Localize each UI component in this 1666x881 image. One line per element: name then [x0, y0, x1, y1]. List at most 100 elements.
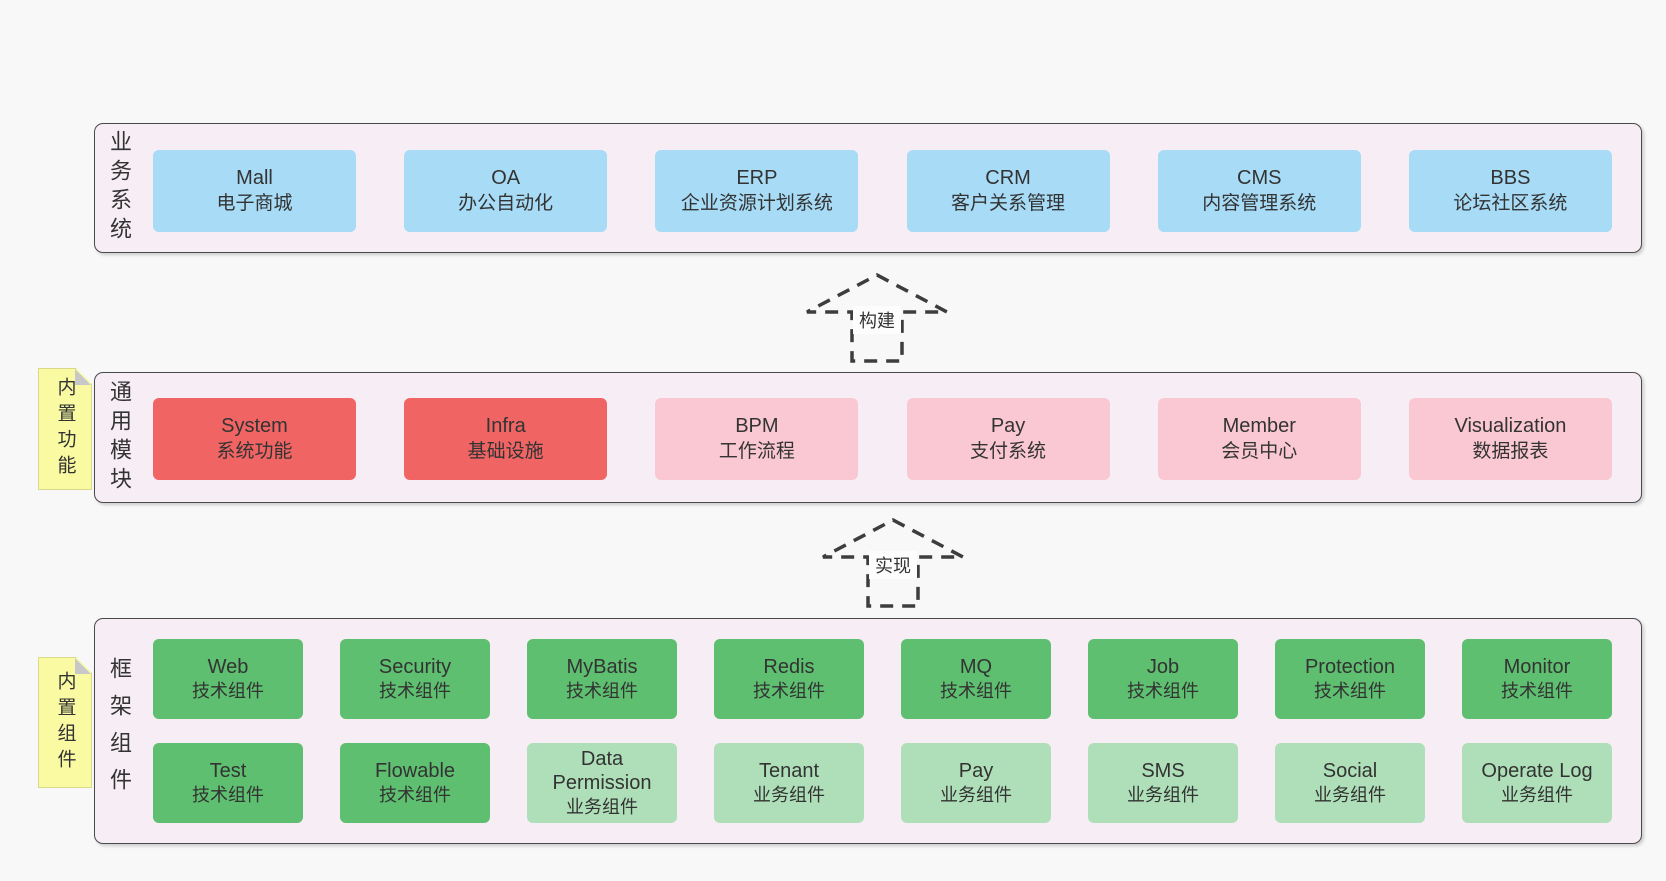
- box-erp: ERP 企业资源计划系统: [655, 150, 859, 232]
- box-sms: SMS 业务组件: [1088, 743, 1238, 823]
- box-infra-name: Infra: [485, 414, 526, 437]
- framework-components-section: 框架组件 Web 技术组件 Security 技术组件 MyBatis 技术组件…: [94, 618, 1642, 844]
- box-flowable-desc: 技术组件: [379, 784, 451, 805]
- box-erp-name: ERP: [736, 166, 778, 189]
- box-infra-desc: 基础设施: [467, 440, 544, 462]
- implement-arrow: 实现: [818, 517, 968, 609]
- box-mall-desc: 电子商城: [216, 192, 293, 214]
- box-bpm-desc: 工作流程: [718, 440, 795, 462]
- box-system-desc: 系统功能: [216, 440, 293, 462]
- box-oa: OA 办公自动化: [404, 150, 608, 232]
- box-redis-desc: 技术组件: [753, 680, 825, 701]
- box-visualization-name: Visualization: [1454, 414, 1567, 437]
- box-pay-component-desc: 业务组件: [940, 784, 1012, 805]
- box-mybatis: MyBatis 技术组件: [527, 639, 677, 719]
- box-tenant-desc: 业务组件: [753, 784, 825, 805]
- built-in-features-note-text: 内置功能: [54, 377, 76, 481]
- box-operate-log-name: Operate Log: [1481, 759, 1593, 782]
- box-erp-desc: 企业资源计划系统: [680, 192, 833, 214]
- box-protection-desc: 技术组件: [1314, 680, 1386, 701]
- box-bbs: BBS 论坛社区系统: [1408, 150, 1612, 232]
- box-sms-name: SMS: [1141, 759, 1185, 782]
- box-mybatis-desc: 技术组件: [566, 680, 638, 701]
- box-oa-desc: 办公自动化: [458, 192, 554, 214]
- box-job-desc: 技术组件: [1127, 680, 1199, 701]
- box-social: Social 业务组件: [1275, 743, 1425, 823]
- box-cms-desc: 内容管理系统: [1202, 192, 1317, 214]
- box-security: Security 技术组件: [340, 639, 490, 719]
- box-test: Test 技术组件: [153, 743, 303, 823]
- box-infra: Infra 基础设施: [404, 398, 608, 480]
- box-bpm-name: BPM: [735, 414, 779, 437]
- box-job: Job 技术组件: [1088, 639, 1238, 719]
- built-in-components-note-text: 内置组件: [54, 670, 76, 775]
- box-social-desc: 业务组件: [1314, 784, 1386, 805]
- box-member: Member 会员中心: [1157, 398, 1361, 480]
- box-tenant-name: Tenant: [758, 759, 820, 782]
- box-mq-name: MQ: [959, 655, 993, 678]
- framework-components-row-1: Web 技术组件 Security 技术组件 MyBatis 技术组件 Redi…: [153, 639, 1612, 719]
- box-social-name: Social: [1322, 759, 1378, 782]
- box-member-desc: 会员中心: [1221, 440, 1298, 462]
- box-web-desc: 技术组件: [192, 680, 264, 701]
- box-redis: Redis 技术组件: [714, 639, 864, 719]
- common-modules-row: System 系统功能 Infra 基础设施 BPM 工作流程 Pay 支付系统…: [153, 398, 1612, 480]
- box-pay-component: Pay 业务组件: [901, 743, 1051, 823]
- box-monitor: Monitor 技术组件: [1462, 639, 1612, 719]
- box-bbs-name: BBS: [1490, 166, 1531, 189]
- box-cms: CMS 内容管理系统: [1157, 150, 1361, 232]
- box-crm-desc: 客户关系管理: [951, 192, 1066, 214]
- box-protection: Protection 技术组件: [1275, 639, 1425, 719]
- box-system: System 系统功能: [153, 398, 356, 480]
- box-web-name: Web: [207, 655, 249, 678]
- box-pay-module-desc: 支付系统: [970, 440, 1047, 462]
- box-operate-log-desc: 业务组件: [1501, 784, 1573, 805]
- box-member-name: Member: [1222, 414, 1296, 437]
- box-visualization: Visualization 数据报表: [1408, 398, 1612, 480]
- box-data-permission: Data Permission 业务组件: [527, 743, 677, 823]
- box-mybatis-name: MyBatis: [566, 655, 638, 678]
- common-modules-section: 通用模块 System 系统功能 Infra 基础设施 BPM 工作流程 Pay…: [94, 372, 1642, 503]
- box-pay-module-name: Pay: [990, 414, 1026, 437]
- box-tenant: Tenant 业务组件: [714, 743, 864, 823]
- box-mq-desc: 技术组件: [940, 680, 1012, 701]
- box-mq: MQ 技术组件: [901, 639, 1051, 719]
- box-redis-name: Redis: [763, 655, 815, 678]
- box-sms-desc: 业务组件: [1127, 784, 1199, 805]
- build-arrow-label: 构建: [853, 306, 901, 334]
- implement-arrow-label: 实现: [869, 551, 917, 579]
- box-operate-log: Operate Log 业务组件: [1462, 743, 1612, 823]
- box-system-name: System: [221, 414, 288, 437]
- box-data-permission-name: Data Permission: [552, 747, 652, 794]
- box-bpm: BPM 工作流程: [655, 398, 859, 480]
- box-crm-name: CRM: [985, 166, 1031, 189]
- box-monitor-desc: 技术组件: [1501, 680, 1573, 701]
- box-test-name: Test: [209, 759, 247, 782]
- box-security-name: Security: [378, 655, 452, 678]
- box-web: Web 技术组件: [153, 639, 303, 719]
- box-security-desc: 技术组件: [379, 680, 451, 701]
- dashed-up-arrow-icon: [806, 273, 948, 363]
- box-monitor-name: Monitor: [1503, 655, 1571, 678]
- framework-components-row-2: Test 技术组件 Flowable 技术组件 Data Permission …: [153, 743, 1612, 823]
- common-modules-label: 通用模块: [107, 379, 132, 496]
- box-visualization-desc: 数据报表: [1472, 440, 1549, 462]
- built-in-features-note: 内置功能: [38, 368, 92, 490]
- built-in-components-note: 内置组件: [38, 657, 92, 788]
- box-test-desc: 技术组件: [192, 784, 264, 805]
- build-arrow: 构建: [802, 272, 952, 364]
- box-flowable: Flowable 技术组件: [340, 743, 490, 823]
- box-oa-name: OA: [491, 166, 521, 189]
- business-systems-label: 业务系统: [107, 130, 132, 246]
- framework-components-label: 框架组件: [107, 657, 132, 805]
- business-systems-row: Mall 电子商城 OA 办公自动化 ERP 企业资源计划系统 CRM 客户关系…: [153, 150, 1612, 232]
- box-flowable-name: Flowable: [374, 759, 456, 782]
- box-crm: CRM 客户关系管理: [906, 150, 1110, 232]
- box-data-permission-desc: 业务组件: [566, 796, 638, 817]
- box-pay-component-name: Pay: [958, 759, 994, 782]
- box-bbs-desc: 论坛社区系统: [1453, 192, 1568, 214]
- box-mall: Mall 电子商城: [153, 150, 356, 232]
- box-job-name: Job: [1146, 655, 1180, 678]
- business-systems-section: 业务系统 Mall 电子商城 OA 办公自动化 ERP 企业资源计划系统 CRM…: [94, 123, 1642, 253]
